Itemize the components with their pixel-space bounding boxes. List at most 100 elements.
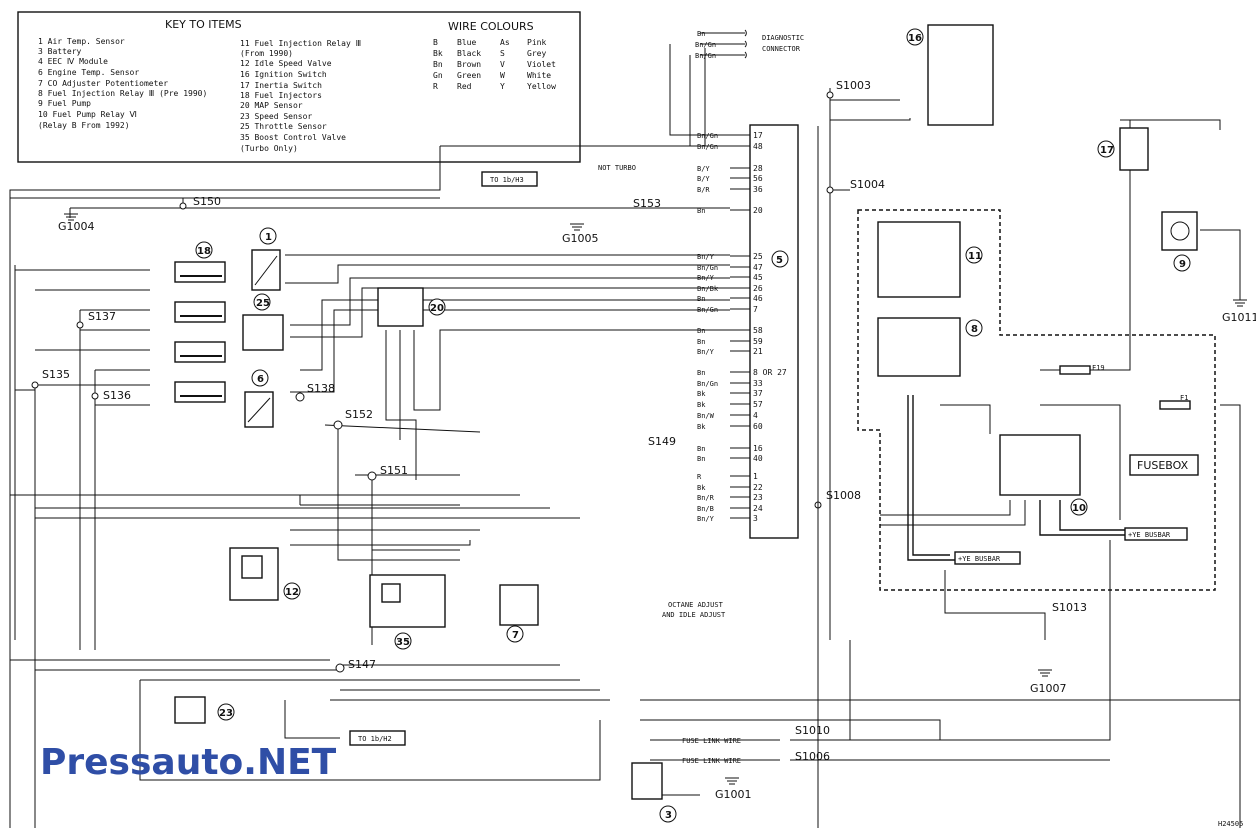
splice-label: S1013 <box>1052 601 1087 614</box>
module-pin-wire-colour: Bk <box>697 484 706 492</box>
component-number: 7 <box>512 630 519 641</box>
component-number: 12 <box>285 587 299 598</box>
key-item: 3 Battery <box>38 47 82 56</box>
colour-cell: Yellow <box>527 82 556 91</box>
ground-label: G1011 <box>1222 311 1256 324</box>
module-pin-number: 40 <box>753 454 763 463</box>
colour-cell: W <box>500 71 505 80</box>
fusebox-label: FUSEBOX <box>1137 459 1189 472</box>
module-pin-wire-colour: Bk <box>697 401 706 409</box>
cross-ref-label: TO 1b/H3 <box>490 176 524 184</box>
module-pin-number: 21 <box>753 347 763 356</box>
colour-cell: Green <box>457 71 481 80</box>
colour-cell: Violet <box>527 60 556 69</box>
key-item: 7 CO Adjuster Potentiometer <box>38 79 168 88</box>
colour-cell: Bn <box>433 60 443 69</box>
key-item: 25 Throttle Sensor <box>240 122 327 131</box>
module-pin-number: 59 <box>753 337 763 346</box>
cross-ref-label: TO 1b/H2 <box>358 735 392 743</box>
ground-label: G1007 <box>1030 682 1067 695</box>
colour-cell: S <box>500 49 505 58</box>
key-item: 20 MAP Sensor <box>240 101 303 110</box>
fuse-label: F19 <box>1092 364 1105 372</box>
key-item: 12 Idle Speed Valve <box>240 59 332 68</box>
module-pin-number: 57 <box>753 400 763 409</box>
splice-label: S137 <box>88 310 116 323</box>
splice-label: S147 <box>348 658 376 671</box>
key-panel: KEY TO ITEMS WIRE COLOURS 1 Air Temp. Se… <box>17 11 581 163</box>
module-pin-number: 7 <box>753 305 758 314</box>
component-number: 8 <box>971 324 978 335</box>
key-item: 16 Ignition Switch <box>240 70 327 79</box>
component-number: 10 <box>1072 503 1086 514</box>
module-pin-wire-colour: Bn <box>697 207 705 215</box>
module-pin-wire-colour: Bn/R <box>697 494 715 502</box>
splice-labels: S150 S137 S135 S136 S138 S152 S151 S147 … <box>42 79 1256 801</box>
splice-label: S135 <box>42 368 70 381</box>
colour-cell: Gn <box>433 71 443 80</box>
splice-label: S152 <box>345 408 373 421</box>
busbar-label: +YE BUSBAR <box>1128 531 1171 539</box>
key-item: 11 Fuel Injection Relay Ⅲ <box>240 39 361 48</box>
module-pin-number: 45 <box>753 273 763 282</box>
module-pin-wire-colour: Bn <box>697 445 705 453</box>
splice-label: S138 <box>307 382 335 395</box>
component-number: 35 <box>396 637 410 648</box>
module-pin-wire-colour: R <box>697 473 702 481</box>
module-pin-wire-colour: B/Y <box>697 165 710 173</box>
diagnostic-connector-label: DIAGNOSTIC <box>762 34 804 42</box>
key-item: 6 Engine Temp. Sensor <box>38 68 139 77</box>
fuse-link-label: FUSE LINK WIRE <box>682 737 741 745</box>
module-pin-wire-colour: Bn/Y <box>697 515 715 523</box>
module-pin-number: 37 <box>753 389 763 398</box>
colour-cell: Pink <box>527 38 546 47</box>
key-item: 4 EEC Ⅳ Module <box>38 57 108 66</box>
components: 18 1 25 6 20 12 35 7 23 <box>174 24 1243 828</box>
splice-label: S150 <box>193 195 221 208</box>
module-pin-number: 47 <box>753 263 763 272</box>
module-pin-number: 28 <box>753 164 763 173</box>
splice-label: S1010 <box>795 724 830 737</box>
ground-label: G1005 <box>562 232 599 245</box>
colour-cell: Brown <box>457 60 481 69</box>
colour-cell: Bk <box>433 49 443 58</box>
octane-label: AND IDLE ADJUST <box>662 611 726 619</box>
component-number: 1 <box>265 232 272 243</box>
key-item: (From 1990) <box>240 49 293 58</box>
module-pin-number: 46 <box>753 294 763 303</box>
key-item: (Relay B From 1992) <box>38 121 130 130</box>
module-pin-number: 8 OR 27 <box>753 368 787 377</box>
component-number: 11 <box>968 251 982 262</box>
splice-label: S1008 <box>826 489 861 502</box>
component-number: 20 <box>430 303 444 314</box>
key-item: 8 Fuel Injection Relay Ⅲ (Pre 1990) <box>38 89 207 98</box>
wiring <box>10 88 1241 828</box>
module-pin-number: 56 <box>753 174 763 183</box>
module-pin-number: 23 <box>753 493 763 502</box>
component-number: 17 <box>1100 145 1114 156</box>
splice-label: S1003 <box>836 79 871 92</box>
module-pin-wire-colour: B/R <box>697 186 710 194</box>
key-item: 1 Air Temp. Sensor <box>38 37 125 46</box>
module-pin-wire-colour: Bk <box>697 423 706 431</box>
module-pin-number: 26 <box>753 284 763 293</box>
busbar-label: +YE BUSBAR <box>958 555 1001 563</box>
watermark: Pressauto.NET <box>40 742 337 783</box>
not-turbo-label: NOT TURBO <box>598 164 636 172</box>
ground-label: G1001 <box>715 788 752 801</box>
colour-cell: Y <box>500 82 505 91</box>
wire-label: Bn/Gn <box>695 52 716 60</box>
component-number: 23 <box>219 708 233 719</box>
module-pin-number: 1 <box>753 472 758 481</box>
colour-cell: Black <box>457 49 481 58</box>
colour-cell: As <box>500 38 510 47</box>
module-pin-wire-colour: Bn/W <box>697 412 715 420</box>
module-pin-wire-colour: Bn <box>697 455 705 463</box>
key-item: 17 Inertia Switch <box>240 81 322 90</box>
component-number: 9 <box>1179 259 1186 270</box>
module-pin-wire-colour: Bn <box>697 327 705 335</box>
key-item: 23 Speed Sensor <box>240 112 312 121</box>
component-number: 16 <box>908 33 922 44</box>
module-pin-number: 24 <box>753 504 763 513</box>
